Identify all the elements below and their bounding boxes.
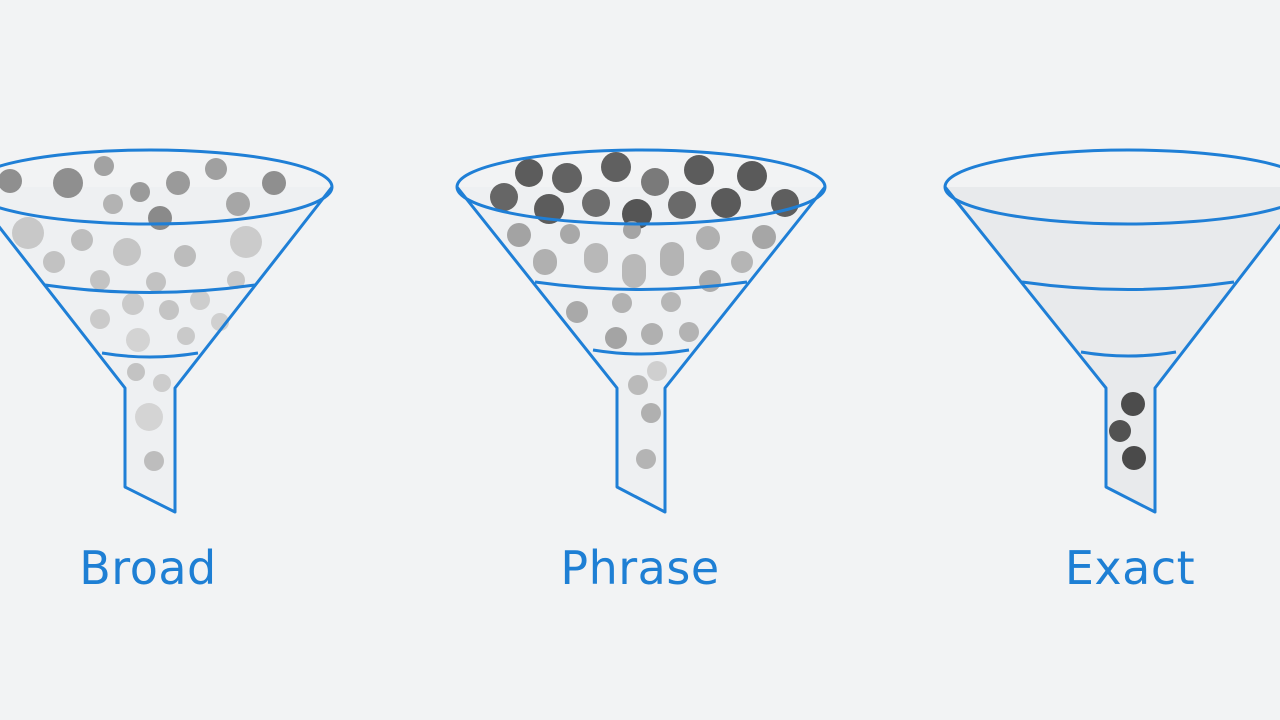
particle [122, 293, 144, 315]
particle [0, 169, 22, 193]
particle [552, 163, 582, 193]
particle [205, 158, 227, 180]
particle [560, 224, 580, 244]
particle [660, 242, 684, 276]
particle [227, 271, 245, 289]
funnel-broad-fill [0, 187, 332, 512]
particle [684, 155, 714, 185]
particle [731, 251, 753, 273]
particle [647, 361, 667, 381]
particle [230, 226, 262, 258]
particle [628, 375, 648, 395]
funnel-exact [943, 148, 1280, 514]
particle [190, 290, 210, 310]
particle [601, 152, 631, 182]
particle [53, 168, 83, 198]
particle [661, 292, 681, 312]
particle [711, 188, 741, 218]
funnel-label-phrase: Phrase [560, 541, 720, 595]
particle [696, 226, 720, 250]
particle [166, 171, 190, 195]
particle [584, 243, 608, 273]
funnel-broad [0, 148, 334, 514]
particle [679, 322, 699, 342]
particle [566, 301, 588, 323]
particle [737, 161, 767, 191]
particle [12, 217, 44, 249]
particle [144, 451, 164, 471]
particle [699, 270, 721, 292]
funnel-broad-outline [0, 148, 334, 514]
funnel-phrase-particles [490, 152, 799, 469]
particle [90, 270, 110, 290]
funnel-phrase-outline [455, 148, 827, 514]
particle [534, 194, 564, 224]
particle [1122, 446, 1146, 470]
particle [612, 293, 632, 313]
particle [771, 189, 799, 217]
particle [262, 171, 286, 195]
particle [148, 206, 172, 230]
particle [146, 272, 166, 292]
particle [43, 251, 65, 273]
funnel-label-broad: Broad [79, 541, 217, 595]
particle [177, 327, 195, 345]
particle [752, 225, 776, 249]
particle [490, 183, 518, 211]
particle [507, 223, 531, 247]
particle [641, 403, 661, 423]
funnel-exact-outline [943, 148, 1280, 514]
particle [641, 168, 669, 196]
particle [103, 194, 123, 214]
particle [130, 182, 150, 202]
particle [668, 191, 696, 219]
particle [1121, 392, 1145, 416]
particle [226, 192, 250, 216]
funnel-label-exact: Exact [1064, 541, 1196, 595]
funnel-exact-fill [945, 187, 1280, 512]
particle [126, 328, 150, 352]
particle [94, 156, 114, 176]
particle [159, 300, 179, 320]
funnel-broad-particles [0, 156, 286, 471]
particle [622, 254, 646, 288]
particle [641, 323, 663, 345]
particle [515, 159, 543, 187]
funnel-exact-particles [1109, 392, 1146, 470]
particle [605, 327, 627, 349]
particle [90, 309, 110, 329]
particle [127, 363, 145, 381]
particle [135, 403, 163, 431]
particle [153, 374, 171, 392]
particle [113, 238, 141, 266]
particle [636, 449, 656, 469]
funnel-phrase [455, 148, 827, 514]
particle [174, 245, 196, 267]
particle [582, 189, 610, 217]
particle [533, 249, 557, 275]
particle [623, 221, 641, 239]
particle [71, 229, 93, 251]
particle [1109, 420, 1131, 442]
